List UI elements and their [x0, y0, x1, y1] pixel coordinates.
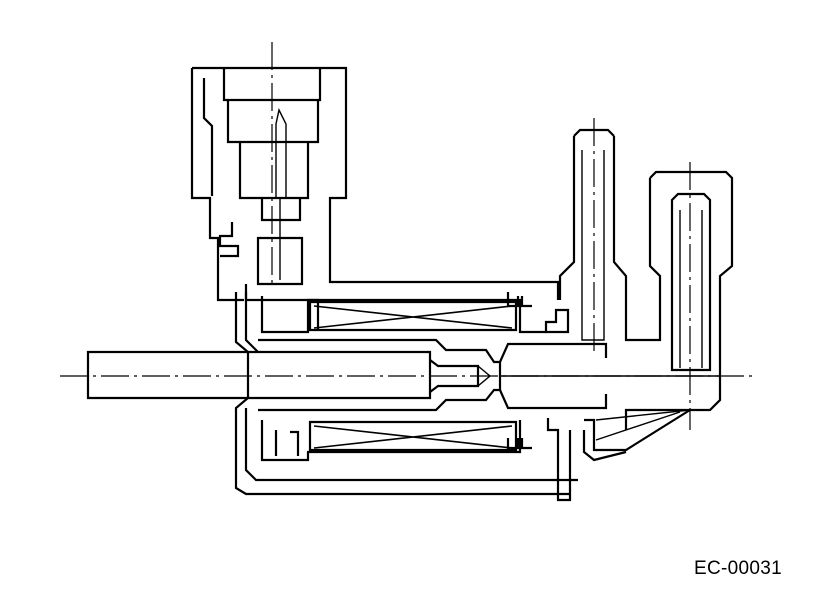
- solenoid-body: [86, 292, 720, 502]
- upper-port: [558, 128, 662, 342]
- centerlines: [60, 42, 752, 430]
- connector-housing: [190, 66, 560, 330]
- right-port: [624, 170, 734, 430]
- figure-code-label: EC-00031: [694, 558, 782, 579]
